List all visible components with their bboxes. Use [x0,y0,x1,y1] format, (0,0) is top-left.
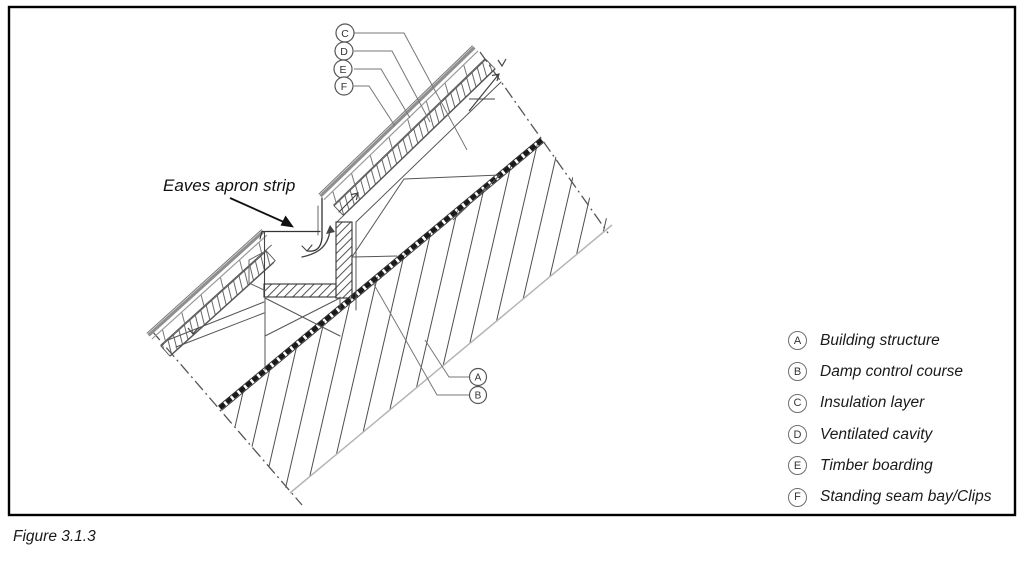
callout-a-letter: A [475,373,482,384]
eaves-annotation: Eaves apron strip [163,176,296,195]
callout-leaders [354,32,468,151]
legend-key-badge: F [788,487,807,507]
standing-seam-sheet-lower [147,230,265,337]
legend-item: D Ventilated cavity [788,419,991,450]
legend-label: Ventilated cavity [820,425,933,443]
legend-label: Standing seam bay/Clips [820,488,992,506]
batten-ticks-lower [162,242,263,341]
legend-item: E Timber boarding [788,450,991,481]
fascia-line [248,251,265,291]
callout-f: F [334,76,354,96]
callout-d: D [334,41,354,61]
callout-a: A [468,367,488,387]
legend-key-badge: C [788,393,807,413]
legend-label: Building structure [820,331,940,349]
timber-plate-hatch [263,283,337,298]
apron-strip [301,197,323,252]
annotation-arrow-icon [229,197,294,228]
upstand-insulation-bar [335,221,353,299]
callout-e: E [333,59,353,79]
standing-seam-sheet [319,46,476,198]
damp-course-line [218,137,544,411]
drip-arrow-icon [301,244,313,252]
callout-e-letter: E [339,64,346,76]
legend-key-badge: A [788,331,807,351]
section-cut-line-left [151,330,303,506]
legend-item: B Damp control course [788,356,991,387]
legend-key-badge: B [788,362,807,382]
callout-c-letter: C [341,28,349,40]
eaves-gutter [167,81,502,371]
kerb-line [355,81,502,223]
ventilated-cavity-hatch [333,58,496,216]
figure-caption: Figure 3.1.3 [13,528,96,545]
callout-c: C [335,23,355,43]
legend-label: Damp control course [820,362,964,380]
legend: A Building structure B Damp control cour… [788,325,991,513]
small-v-arrow-icon [497,58,507,68]
legend-item: C Insulation layer [788,388,991,419]
insulation-zigzag [351,174,501,258]
legend-item: A Building structure [788,325,991,356]
slab-cut-edge [289,224,613,494]
callout-d-letter: D [340,46,348,58]
legend-label: Insulation layer [820,394,925,412]
callout-b-letter: B [475,391,482,402]
eaves-framing [167,296,341,371]
legend-key-badge: E [788,456,807,476]
legend-label: Timber boarding [820,456,933,474]
airflow-arrow-top-icon [468,58,507,112]
legend-item: F Standing seam bay/Clips [788,481,991,512]
structure-slab [220,140,613,494]
band-underside-line [335,68,496,223]
vent-arrow-open-icon [338,192,359,213]
legend-key-badge: D [788,425,807,445]
callout-f-letter: F [341,81,347,93]
callout-b: B [468,385,488,405]
section-cut-line-right [479,51,609,234]
cavity-top-line [333,58,486,206]
callouts-top: C D E F [333,23,468,151]
slab-hatch [220,140,612,493]
vent-entry-arrow-icon [187,327,199,335]
roof-band-upper [318,45,496,223]
batten-ticks [332,65,468,203]
timber-boarding-line [323,50,479,201]
callouts-side: A B [371,280,488,405]
vent-arrow-curved-icon [301,225,335,258]
seam-sheet-top-line [318,45,473,195]
